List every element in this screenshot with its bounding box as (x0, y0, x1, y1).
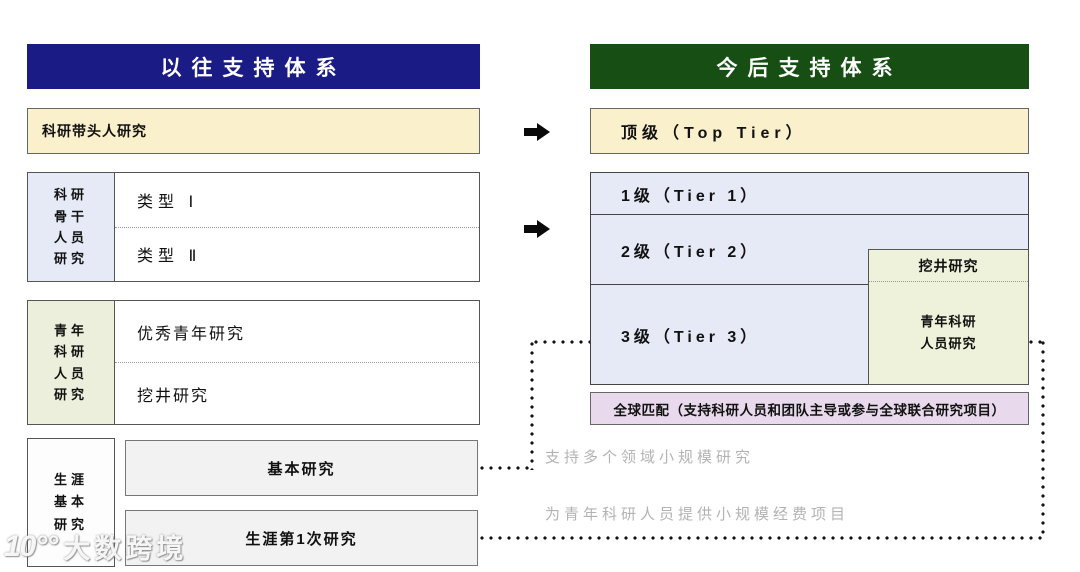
tier3-row: 3级（Tier 3） (621, 328, 761, 346)
well-digging-title: 挖井研究 (869, 250, 1028, 282)
arrow-shaft (524, 225, 538, 233)
backbone-group-rows: 类型 Ⅰ 类型 Ⅱ (115, 173, 479, 281)
career-basic-label: 生涯 基本 研究 (27, 438, 115, 567)
arrow-head (537, 220, 550, 238)
young-group-rows: 优秀青年研究 挖井研究 (115, 301, 479, 424)
connector2-horizontal-stub (1029, 340, 1044, 344)
watermark-text: 大数跨境 (63, 534, 188, 564)
young-group-label: 青年 科研 人员 研究 (28, 301, 115, 424)
well-digging-row: 挖井研究 (137, 387, 210, 405)
watermark: 10°° 大数跨境 (4, 527, 187, 566)
backbone-group-label: 科研 骨干 人员 研究 (28, 173, 115, 281)
global-match-box: 全球匹配（支持科研人员和团队主导或参与全球联合研究项目） (590, 392, 1029, 425)
type2-row: 类型 Ⅱ (137, 248, 202, 266)
future-system-header: 今后支持体系 (590, 44, 1029, 89)
arrow-right-icon (524, 220, 552, 238)
legacy-system-header: 以往支持体系 (27, 44, 480, 89)
arrow-right-icon (524, 123, 552, 141)
watermark-logo-icon: 10°° (4, 529, 58, 563)
arrow-head (537, 123, 550, 141)
young-researcher-overlay-body: 青年科研 人员研究 (920, 313, 977, 351)
connector2-vertical (1041, 341, 1045, 538)
young-researcher-group: 青年 科研 人员 研究 优秀青年研究 挖井研究 (27, 300, 480, 425)
backbone-research-group: 科研 骨干 人员 研究 类型 Ⅰ 类型 Ⅱ (27, 172, 480, 282)
connector2-horizontal-bottom (480, 536, 1045, 540)
basic-research-box: 基本研究 (125, 440, 478, 496)
connector1-horizontal-left (480, 466, 533, 470)
connector1-horizontal-right (534, 340, 590, 344)
first-career-research-box: 生涯第1次研究 (125, 510, 478, 566)
tier2-row: 2级（Tier 2） (591, 215, 1028, 285)
annotation-young-researcher-funding: 为青年科研人员提供小规模经费项目 (545, 506, 850, 523)
top-tier-box: 顶级（Top Tier） (590, 108, 1029, 154)
arrow-shaft (524, 128, 538, 136)
leader-research-box: 科研带头人研究 (27, 108, 480, 154)
tier1-row: 1级（Tier 1） (591, 173, 1028, 215)
annotation-small-scale-research: 支持多个领域小规模研究 (545, 449, 755, 466)
well-digging-overlay: 挖井研究 青年科研 人员研究 (868, 249, 1029, 385)
type1-row: 类型 Ⅰ (115, 173, 479, 228)
connector1-vertical (530, 342, 534, 470)
excellent-young-row: 优秀青年研究 (115, 301, 479, 363)
